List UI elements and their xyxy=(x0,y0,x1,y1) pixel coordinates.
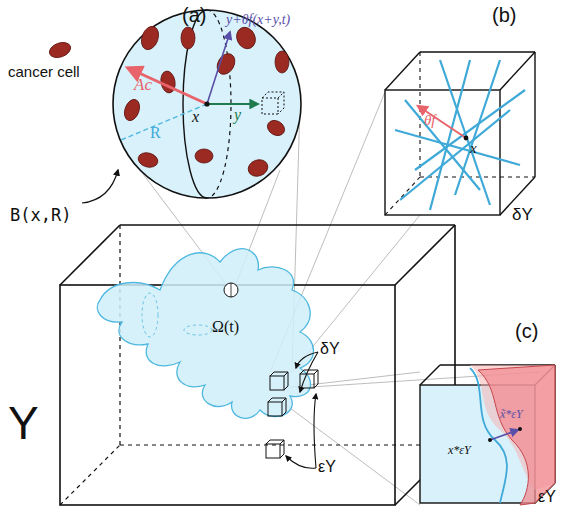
cube-label: δY xyxy=(320,340,340,358)
ball xyxy=(113,10,301,198)
panel-letter: (a) xyxy=(182,4,206,26)
panel-letter: (b) xyxy=(492,4,516,26)
fibre-cube xyxy=(385,52,535,215)
collagen-fibres xyxy=(395,60,525,210)
domain-cube xyxy=(60,225,455,505)
tumour-region xyxy=(97,249,313,419)
domain-label: Y xyxy=(8,398,39,449)
cell-label: cancer cell xyxy=(8,64,80,81)
cube-label: εY xyxy=(538,488,556,506)
micro-cubes xyxy=(266,370,318,458)
vector-label: y xyxy=(234,106,241,124)
ball-label: B(x,R) xyxy=(10,206,71,225)
cube-label: εY xyxy=(318,458,336,476)
point-label: x*εY xyxy=(448,444,471,457)
displacement-label: y+θf(x+y,t) xyxy=(226,12,290,27)
point-label: x̃*εY xyxy=(500,408,523,421)
point-label: x xyxy=(470,140,477,157)
cancer-cells xyxy=(47,24,289,179)
point-label: x xyxy=(192,108,199,126)
fibre-label: θf xyxy=(424,112,436,129)
radius-label: R xyxy=(150,124,161,142)
panel-letter: (c) xyxy=(515,320,538,342)
cube-label: δY xyxy=(512,206,533,225)
ball-marker xyxy=(224,283,238,297)
region-label: Ω(t) xyxy=(212,318,239,336)
area-label: Ac xyxy=(134,76,152,95)
